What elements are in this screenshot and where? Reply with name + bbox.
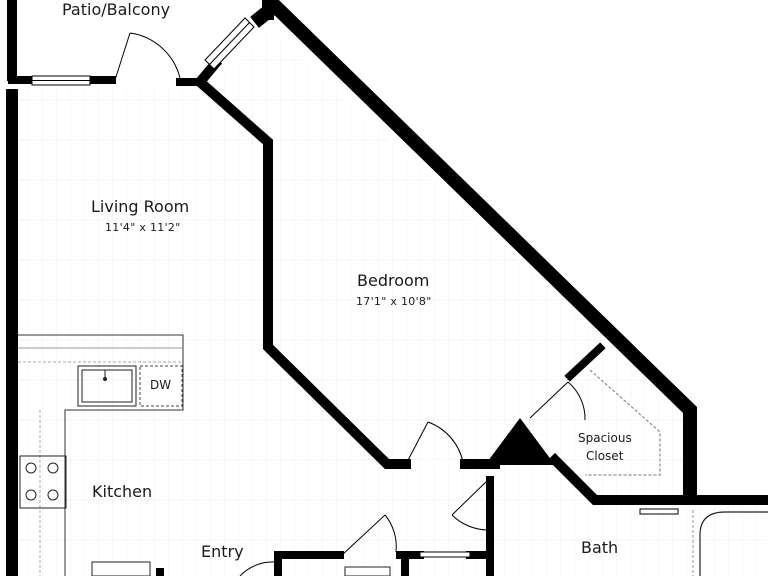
dishwasher bbox=[139, 365, 183, 407]
refrigerator bbox=[91, 561, 151, 576]
wall-junction bbox=[485, 418, 555, 465]
bedroom-label: Bedroom bbox=[357, 271, 430, 290]
bathtub bbox=[699, 511, 768, 576]
entry-cabinet bbox=[344, 566, 391, 576]
bath-label: Bath bbox=[581, 538, 619, 557]
floor-area bbox=[18, 30, 768, 576]
exterior-walls bbox=[6, 0, 768, 576]
range-cooktop bbox=[19, 455, 67, 509]
windows bbox=[31, 17, 679, 558]
closet-shelf bbox=[585, 369, 661, 476]
living-room-label: Living Room bbox=[91, 197, 190, 216]
bedroom-dimensions: 17'1" x 10'8" bbox=[356, 295, 432, 308]
dishwasher-label: DW bbox=[150, 378, 172, 392]
kitchen-sink bbox=[77, 365, 137, 407]
patio-label: Patio/Balcony bbox=[62, 0, 171, 19]
kitchen-label: Kitchen bbox=[92, 482, 153, 501]
living-room-dimensions: 11'4" x 11'2" bbox=[105, 221, 181, 234]
kitchen-counter bbox=[18, 334, 184, 576]
closet-label-line2: Closet bbox=[586, 449, 624, 463]
closet-label-line1: Spacious bbox=[578, 431, 632, 445]
doors bbox=[114, 32, 586, 576]
entry-label: Entry bbox=[201, 542, 244, 561]
